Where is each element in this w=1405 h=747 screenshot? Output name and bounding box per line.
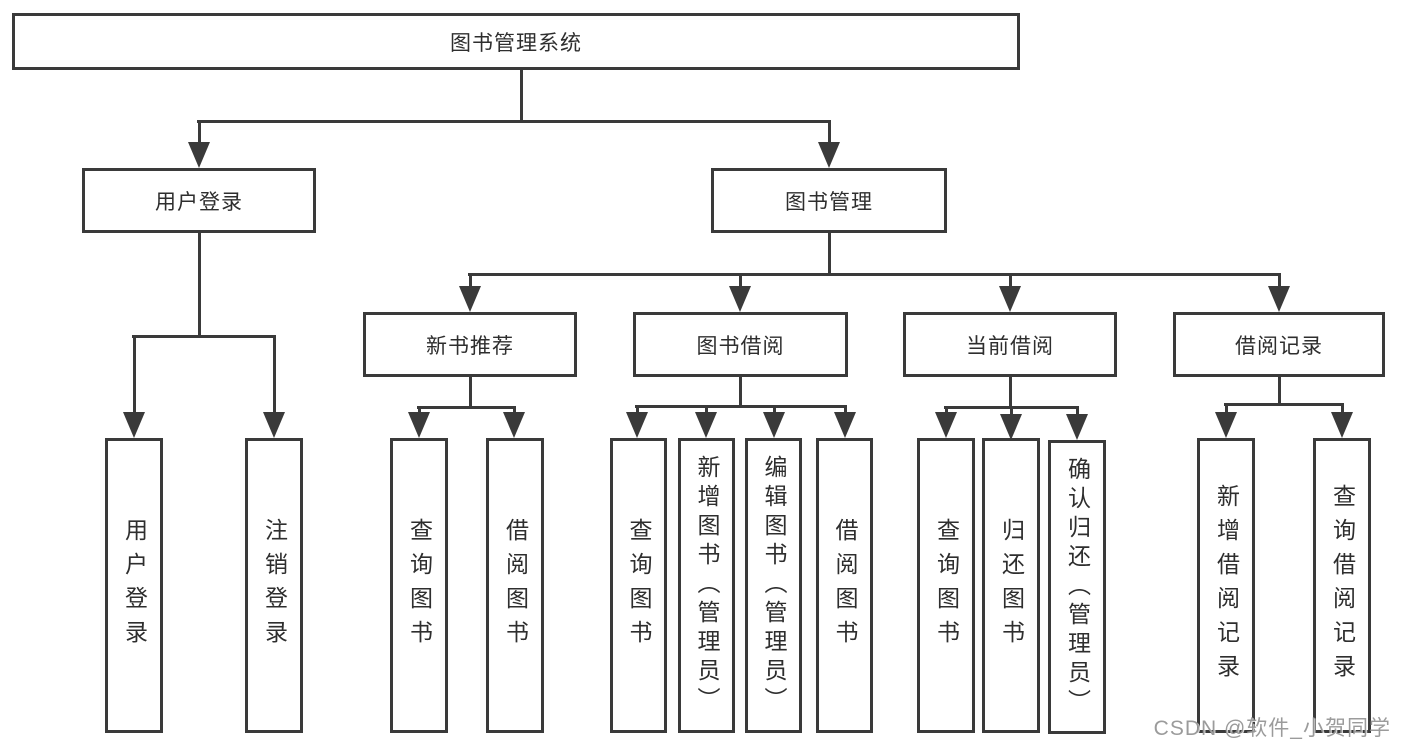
leaf-user-login-label: 用户登录 [121, 517, 148, 654]
arrow-down-icon [1066, 414, 1088, 440]
arrow-down-icon [123, 412, 145, 438]
connector-line [1224, 403, 1228, 416]
connector-line [197, 120, 831, 123]
leaf-logout: 注销登录 [245, 438, 303, 733]
leaf-borrow-books-borrow-label: 借阅图书 [832, 517, 858, 654]
connector-line [944, 406, 948, 416]
leaf-edit-book-admin: 编辑图书（管理员） [745, 438, 802, 733]
connector-line [635, 405, 847, 408]
connector-line [132, 335, 136, 416]
leaf-confirm-return-admin: 确认归还（管理员） [1048, 440, 1106, 734]
node-user-login-label: 用户登录 [155, 190, 243, 214]
connector-line [417, 406, 421, 416]
leaf-add-book-admin: 新增图书（管理员） [678, 438, 735, 733]
arrow-down-icon [763, 412, 785, 438]
node-new-book-recommend-label: 新书推荐 [426, 334, 514, 358]
leaf-query-books-borrow: 查询图书 [610, 438, 667, 733]
connector-line [704, 405, 708, 416]
arrow-down-icon [695, 412, 717, 438]
leaf-borrow-books-recommend: 借阅图书 [486, 438, 544, 733]
connector-line [827, 233, 831, 276]
leaf-query-books-recommend-label: 查询图书 [406, 517, 433, 654]
connector-line [1277, 273, 1281, 290]
leaf-user-login: 用户登录 [105, 438, 163, 733]
connector-line [1340, 403, 1344, 416]
connector-line [197, 233, 201, 338]
node-borrow-records-label: 借阅记录 [1235, 334, 1323, 358]
leaf-query-borrow-record: 查询借阅记录 [1313, 438, 1371, 733]
leaf-borrow-books-recommend-label: 借阅图书 [502, 517, 529, 654]
connector-line [519, 70, 523, 123]
node-user-login: 用户登录 [82, 168, 316, 233]
node-borrow-records: 借阅记录 [1173, 312, 1385, 377]
arrow-down-icon [1268, 286, 1290, 312]
connector-line [417, 406, 516, 409]
connector-line [738, 273, 742, 290]
arrow-down-icon [1215, 412, 1237, 438]
node-book-management: 图书管理 [711, 168, 947, 233]
connector-line [468, 273, 472, 290]
node-current-borrow: 当前借阅 [903, 312, 1117, 377]
arrow-down-icon [818, 142, 840, 168]
node-book-borrow: 图书借阅 [633, 312, 848, 377]
connector-line [1009, 406, 1013, 418]
connector-line [512, 406, 516, 416]
arrow-down-icon [999, 286, 1021, 312]
connector-line [272, 335, 276, 416]
connector-line [1008, 273, 1012, 290]
arrow-down-icon [459, 286, 481, 312]
leaf-add-borrow-record: 新增借阅记录 [1197, 438, 1255, 733]
node-current-borrow-label: 当前借阅 [966, 334, 1054, 358]
leaf-query-books-borrow-label: 查询图书 [626, 517, 652, 654]
node-new-book-recommend: 新书推荐 [363, 312, 577, 377]
leaf-borrow-books-borrow: 借阅图书 [816, 438, 873, 733]
leaf-confirm-return-admin-label: 确认归还（管理员） [1064, 456, 1091, 718]
connector-line [772, 405, 776, 416]
leaf-query-books-current-label: 查询图书 [933, 517, 960, 654]
connector-line [1008, 377, 1012, 409]
arrow-down-icon [1000, 414, 1022, 440]
connector-line [738, 377, 742, 408]
leaf-query-books-current: 查询图书 [917, 438, 975, 733]
connector-line [1224, 403, 1344, 406]
connector-line [197, 120, 201, 146]
arrow-down-icon [935, 412, 957, 438]
connector-line [635, 405, 639, 416]
arrow-down-icon [408, 412, 430, 438]
arrow-down-icon [1331, 412, 1353, 438]
connector-line [468, 273, 1281, 276]
node-root: 图书管理系统 [12, 13, 1020, 70]
node-book-management-label: 图书管理 [785, 190, 873, 214]
node-root-label: 图书管理系统 [450, 31, 582, 55]
arrow-down-icon [626, 412, 648, 438]
leaf-add-book-admin-label: 新增图书（管理员） [694, 455, 720, 716]
arrow-down-icon [834, 412, 856, 438]
connector-line [132, 335, 276, 338]
leaf-return-book-label: 归还图书 [998, 517, 1025, 654]
connector-line [1075, 406, 1079, 418]
connector-line [468, 377, 472, 409]
leaf-logout-label: 注销登录 [261, 517, 288, 654]
connector-line [1277, 377, 1281, 406]
arrow-down-icon [503, 412, 525, 438]
node-book-borrow-label: 图书借阅 [696, 334, 785, 358]
arrow-down-icon [729, 286, 751, 312]
leaf-add-borrow-record-label: 新增借阅记录 [1213, 483, 1240, 688]
leaf-edit-book-admin-label: 编辑图书（管理员） [761, 455, 787, 716]
leaf-query-borrow-record-label: 查询借阅记录 [1329, 483, 1356, 688]
connector-line [827, 120, 831, 146]
leaf-return-book: 归还图书 [982, 438, 1040, 733]
connector-line [843, 405, 847, 416]
arrow-down-icon [188, 142, 210, 168]
arrow-down-icon [263, 412, 285, 438]
leaf-query-books-recommend: 查询图书 [390, 438, 448, 733]
